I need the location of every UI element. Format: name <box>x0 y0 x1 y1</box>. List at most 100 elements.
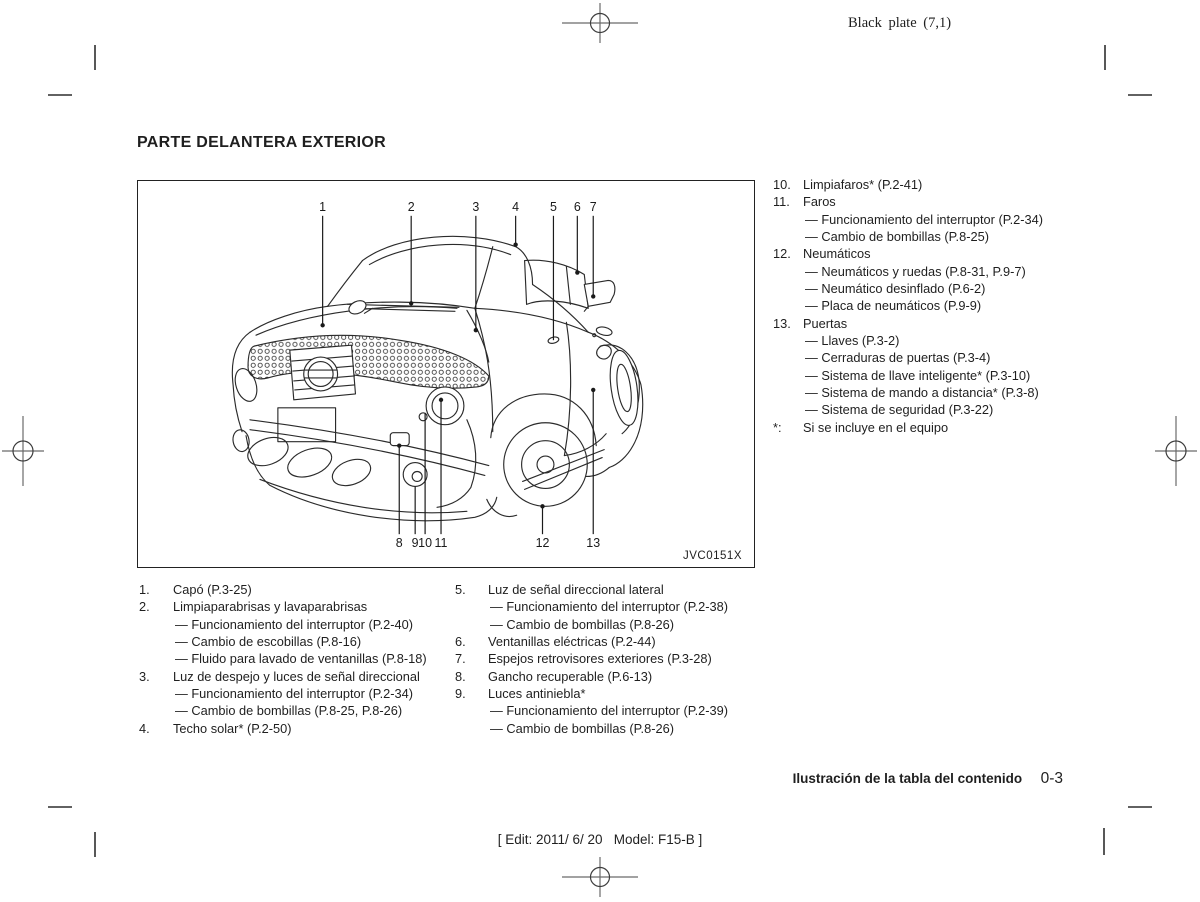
rear-tire <box>609 349 639 426</box>
front-wheel-arch <box>490 393 597 447</box>
parts-item-label: Neumáticos <box>803 246 871 262</box>
c-pillar <box>531 283 589 333</box>
parts-subitem-label: — Cambio de escobillas (P.8-16) <box>175 634 362 650</box>
parts-subitem-label: — Sistema de llave inteligente* (P.3-10) <box>805 367 1031 383</box>
parts-list-middle: 5.Luz de señal direccional lateral— Func… <box>455 581 761 737</box>
parts-subitem-label: — Placa de neumáticos (P.9-9) <box>805 298 982 314</box>
parts-item-number: 7. <box>455 651 466 667</box>
callout-number: 13 <box>586 536 600 550</box>
callout-number: 1 <box>319 200 326 214</box>
parts-subitem-label: — Neumático desinflado (P.6-2) <box>805 281 986 297</box>
parts-subitem: — Funcionamiento del interruptor (P.2-38… <box>455 598 761 615</box>
callout-number: 11 <box>435 536 448 550</box>
parts-subitem-label: — Funcionamiento del interruptor (P.2-40… <box>175 616 414 632</box>
mirror-stalk <box>583 305 589 312</box>
page-title: PARTE DELANTERA EXTERIOR <box>137 134 386 151</box>
parts-item-number: 3. <box>139 668 150 684</box>
crosshair-right <box>1155 416 1197 486</box>
fog-lamp <box>402 461 428 487</box>
mesh-grille-band <box>247 334 490 389</box>
parts-item-label: Luces antiniebla* <box>488 686 586 702</box>
front-rim <box>521 440 570 489</box>
side-marker-lamp <box>547 336 560 344</box>
parts-subitem: — Neumático desinflado (P.6-2) <box>773 280 1073 297</box>
roofline <box>361 235 534 286</box>
parts-subitem-label: — Fluido para lavado de ventanillas (P.8… <box>175 651 427 667</box>
parts-item-label: Limpiafaros* (P.2-41) <box>803 177 923 192</box>
callout-number: 2 <box>408 200 415 214</box>
bumper-line-2 <box>249 429 486 477</box>
parts-item-label: Ventanillas eléctricas (P.2-44) <box>488 634 656 650</box>
parts-item-number: 5. <box>455 582 466 597</box>
parts-subitem: — Cambio de bombillas (P.8-26) <box>455 616 761 633</box>
section-footer-label: Ilustración de la tabla del contenido <box>792 771 1023 786</box>
leader-dot <box>408 301 414 306</box>
callout-number: 4 <box>512 200 519 214</box>
left-mirror <box>348 300 367 315</box>
parts-item-number: 12. <box>773 246 791 262</box>
parts-item-label: Luz de despejo y luces de señal direccio… <box>173 668 420 684</box>
parts-subitem: — Sistema de llave inteligente* (P.3-10) <box>773 367 1073 384</box>
parts-subitem-label: — Cerraduras de puertas (P.3-4) <box>805 350 991 366</box>
edition-footer: [ Edit: 2011/ 6/ 20 Model: F15-B ] <box>497 832 703 847</box>
parts-item: 6. Ventanillas eléctricas (P.2-44) <box>455 633 761 650</box>
parts-subitem: — Funcionamiento del interruptor (P.2-39… <box>455 702 761 719</box>
parts-item-number: 4. <box>139 720 150 736</box>
nissan-emblem-inner <box>307 360 334 388</box>
parts-item-number: *: <box>773 419 782 435</box>
parts-subitem: — Sistema de seguridad (P.3-22) <box>773 401 1073 418</box>
parts-subitem-label: — Cambio de bombillas (P.8-26) <box>490 720 674 736</box>
nissan-emblem <box>303 356 339 392</box>
door-bottom <box>563 433 607 457</box>
bumper-line-1 <box>249 419 490 467</box>
a-pillar-left <box>327 260 364 307</box>
hood-left-edge <box>249 305 329 333</box>
beltline <box>474 307 589 333</box>
parts-item-label: Faros <box>803 194 836 210</box>
plate-header: Black plate (7,1) <box>848 15 952 31</box>
leader-dot <box>397 443 402 448</box>
bumper-lip <box>259 478 468 514</box>
callout-number: 7 <box>590 200 597 214</box>
door-window <box>524 259 589 309</box>
leader-dot <box>540 504 545 509</box>
parts-item-label: Espejos retrovisores exteriores (P.3-28) <box>488 651 712 667</box>
door-shut-line <box>563 321 572 457</box>
bumper-vent-2 <box>287 447 333 478</box>
parts-item-number: 6. <box>455 634 466 650</box>
parts-subitem: — Cambio de bombillas (P.8-25) <box>773 228 1073 245</box>
leader-dot <box>575 270 580 275</box>
parts-subitem-label: — Sistema de mando a distancia* (P.3-8) <box>805 385 1039 401</box>
parts-item-number: 9. <box>455 686 466 702</box>
door-handle <box>595 326 613 337</box>
parts-item-label: Limpiaparabrisas y lavaparabrisas <box>173 599 368 615</box>
fender-edge <box>474 307 494 433</box>
parts-subitem-label: — Cambio de bombillas (P.8-25, P.8-26) <box>175 703 403 719</box>
page-number: 0-3 <box>1040 770 1063 787</box>
parts-subitem-label: — Llaves (P.3-2) <box>805 333 900 349</box>
car-art <box>231 235 644 522</box>
parts-subitem: — Cambio de bombillas (P.8-26) <box>455 720 761 737</box>
bumper-right-edge <box>436 419 477 508</box>
parts-item: 11.Faros <box>773 193 1073 210</box>
parts-item: 12. Neumáticos <box>773 245 1073 262</box>
figure-code: JVC0151X <box>683 550 742 562</box>
parts-item: 3. Luz de despejo y luces de señal direcc… <box>139 668 451 685</box>
emblem-bar <box>304 369 338 379</box>
parts-subitem-label: — Neumáticos y ruedas (P.8-31, P.9-7) <box>805 263 1026 279</box>
parts-subitem-label: — Cambio de bombillas (P.8-25) <box>805 229 989 245</box>
callout-number: 12 <box>536 536 550 550</box>
parts-subitem-label: — Funcionamiento del interruptor (P.2-34… <box>805 211 1044 227</box>
parts-subitem: — Llaves (P.3-2) <box>773 332 1073 349</box>
leader-dot <box>438 397 444 403</box>
parts-item-number: 2. <box>139 599 150 615</box>
crosshair-left <box>2 416 44 486</box>
parts-item: 7. Espejos retrovisores exteriores (P.3-2… <box>455 650 761 667</box>
headlamp-inner <box>431 392 459 420</box>
parts-subitem: — Sistema de mando a distancia* (P.3-8) <box>773 384 1073 401</box>
rear-bumper-bottom <box>585 466 610 478</box>
parts-subitem: — Funcionamiento del interruptor (P.2-34… <box>773 211 1073 228</box>
parts-subitem: — Cambio de escobillas (P.8-16) <box>139 633 451 650</box>
